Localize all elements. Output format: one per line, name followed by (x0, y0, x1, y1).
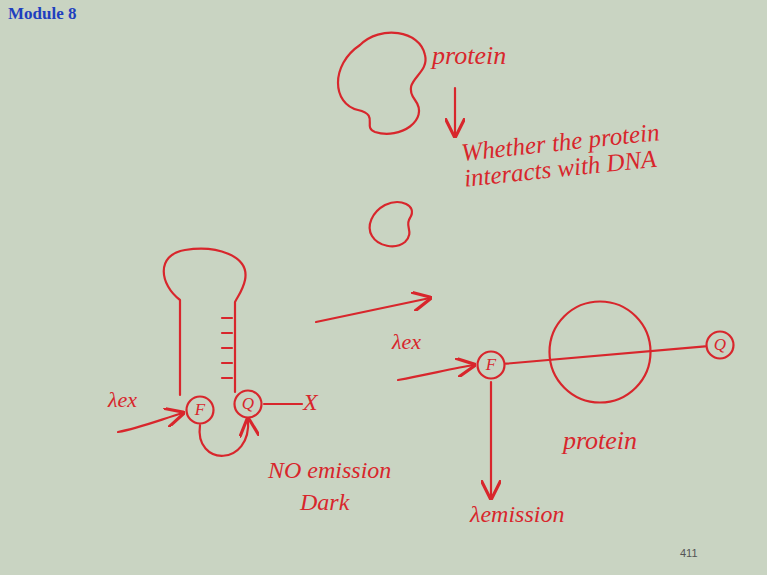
excitation-arrow (398, 365, 474, 380)
circle-outline (548, 300, 652, 404)
node-text: Q (705, 330, 735, 360)
node-text: F (185, 395, 215, 425)
hairpin-loop (164, 249, 246, 395)
node-text: F (476, 350, 506, 380)
fluorophore-circle: F (476, 350, 506, 380)
down-arrow (454, 88, 456, 136)
protein-circle: protein (548, 300, 652, 404)
energy-transfer-arrow (200, 419, 249, 456)
node-label: protein (548, 426, 652, 456)
state-note: NO emission (268, 458, 391, 483)
state-note: Dark (300, 490, 349, 515)
question-note: Whether the protein interacts with DNA (460, 115, 699, 192)
base-pair-ticks (222, 318, 232, 378)
excitation-arrow (118, 413, 183, 432)
protein-blob (338, 33, 426, 134)
small-protein-blob (370, 202, 412, 246)
excitation-label: λex (108, 388, 137, 411)
quencher-circle: Q (233, 389, 263, 419)
fluorophore-circle: F (185, 395, 215, 425)
blocked-mark: X (303, 390, 318, 415)
quench-output-line (264, 403, 302, 405)
emission-label: λemission (470, 502, 564, 527)
protein-label: protein (432, 42, 506, 69)
dna-strand-line (506, 346, 705, 363)
slide-title: Module 8 (8, 4, 76, 24)
emission-arrow (490, 382, 492, 498)
quencher-circle: Q (705, 330, 735, 360)
outline (550, 302, 651, 403)
transition-arrow (316, 298, 430, 322)
node-text: Q (233, 389, 263, 419)
page-number: 411 (680, 548, 698, 560)
excitation-label: λex (392, 330, 421, 353)
